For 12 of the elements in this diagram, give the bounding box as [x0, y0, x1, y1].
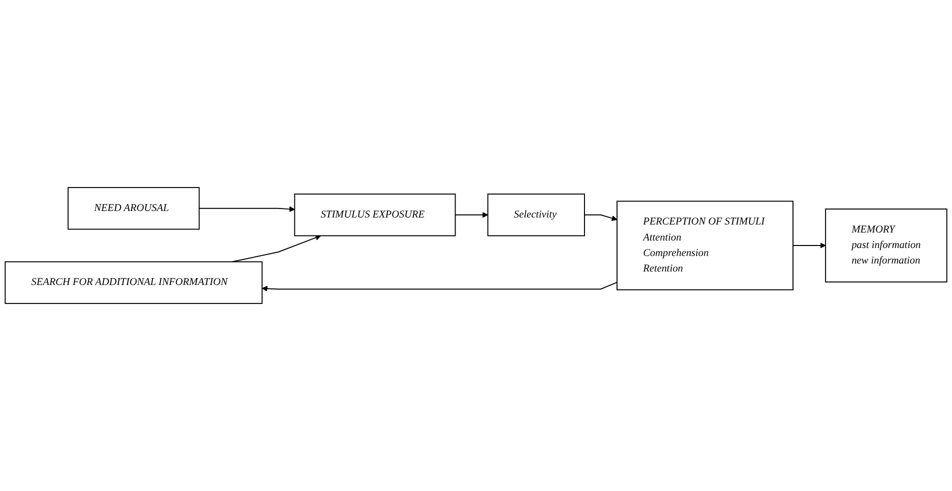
- arrow: [198, 206, 295, 212]
- node-box: Selectivity: [487, 194, 585, 236]
- node-box: NEED AROUSAL: [68, 187, 200, 230]
- node-box: PERCEPTION OF STIMULI Attention Comprehension Retention: [616, 200, 794, 290]
- arrow: [584, 214, 618, 221]
- node-box: SEARCH FOR ADDITIONAL INFORMATION: [4, 261, 263, 304]
- node-box: STIMULUS EXPOSURE: [294, 194, 456, 236]
- node-box: MEMORY past information new information: [825, 208, 948, 282]
- arrow: [232, 234, 321, 262]
- arrow: [454, 212, 488, 218]
- arrow: [792, 242, 826, 248]
- arrow: [262, 282, 618, 292]
